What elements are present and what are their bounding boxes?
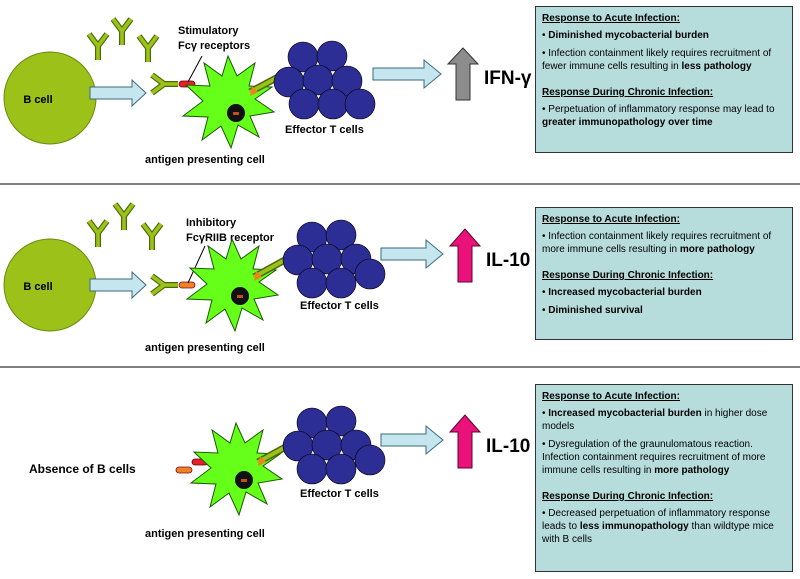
- chronic-list: • Increased mycobacterial burden • Dimini…: [542, 286, 786, 317]
- panel-3: Absence of B cells antigen presenting ce…: [29, 405, 530, 540]
- cytokine-label: IFN-γ: [484, 68, 532, 89]
- panel-2: B cell Inhibitory FcγRIIB receptor antig…: [3, 204, 530, 354]
- receptor-label-2: FcγRIIB receptor: [186, 232, 275, 244]
- effector-label: Effector T cells: [300, 300, 379, 312]
- acute-heading: Response to Acute Infection:: [542, 391, 680, 402]
- response-item: • Infection containment likely requires …: [542, 48, 772, 72]
- t-cell: [296, 453, 328, 485]
- bound-antibody: [152, 276, 178, 294]
- effector-t-cells: [282, 219, 386, 299]
- apc-label: antigen presenting cell: [145, 528, 265, 540]
- inhibitory-receptor: [178, 281, 196, 289]
- chronic-heading: Response During Chronic Infection:: [542, 270, 714, 281]
- block-arrow-bcell-apc: [89, 270, 147, 300]
- block-arrow-tcell-cytokine: [372, 58, 442, 90]
- cytokine-label: IL-10: [486, 436, 530, 457]
- block-arrow-tcell-cytokine: [380, 238, 444, 270]
- antibody-3: [139, 36, 157, 62]
- apc: [186, 238, 279, 332]
- t-cell: [316, 40, 348, 72]
- apc-label: antigen presenting cell: [145, 154, 265, 166]
- mhc-tip: [258, 456, 266, 466]
- chronic-heading: Response During Chronic Infection:: [542, 491, 714, 502]
- antibody-2: [115, 204, 133, 230]
- receptor-pointer: [187, 55, 203, 83]
- chronic-list: • Perpetuation of inflammatory response …: [542, 103, 786, 129]
- mhc-tip: [254, 271, 262, 281]
- apc: [182, 55, 275, 149]
- effector-t-cells: [273, 40, 376, 120]
- b-cell-label: B cell: [23, 94, 52, 106]
- cytokine-arrow: [448, 228, 482, 283]
- t-cell: [325, 453, 357, 485]
- antibody-3: [143, 224, 161, 250]
- antibody-1: [89, 34, 107, 60]
- receptor-label-1: Stimulatory: [178, 25, 239, 37]
- response-item: • Increased mycobacterial burden in high…: [542, 408, 768, 432]
- mhc-tip: [250, 86, 258, 96]
- acute-list: • Diminished mycobacterial burden • Infec…: [542, 29, 786, 73]
- cytokine-arrow: [446, 47, 480, 101]
- absence-label: Absence of B cells: [29, 462, 136, 476]
- response-item: • Increased mycobacterial burden: [542, 287, 702, 298]
- receptor-label-1: Inhibitory: [186, 217, 237, 229]
- cytokine-arrow: [448, 414, 482, 469]
- t-cell: [354, 444, 386, 476]
- response-item: • Perpetuation of inflammatory response …: [542, 104, 775, 128]
- t-cell: [296, 267, 328, 299]
- bound-antibody: [152, 75, 178, 93]
- apc: [190, 422, 283, 516]
- response-item: • Dysregulation of the graunulomatous re…: [542, 439, 766, 476]
- t-cell: [325, 267, 357, 299]
- t-cell: [317, 88, 349, 120]
- response-box-2: Response to Acute Infection: • Infection…: [535, 207, 793, 340]
- t-cell: [325, 405, 357, 437]
- acute-heading: Response to Acute Infection:: [542, 214, 680, 225]
- panel-1: B cell Stimulatory Fcγ receptors antigen…: [3, 19, 532, 166]
- effector-label: Effector T cells: [300, 488, 379, 500]
- response-item: • Infection containment likely requires …: [542, 231, 772, 255]
- response-item: • Diminished mycobacterial burden: [542, 30, 709, 41]
- block-arrow-bcell-apc: [89, 78, 147, 108]
- t-cell: [344, 88, 376, 120]
- effector-label: Effector T cells: [285, 124, 364, 136]
- t-cell: [325, 219, 357, 251]
- acute-list: • Infection containment likely requires …: [542, 230, 786, 256]
- chronic-heading: Response During Chronic Infection:: [542, 87, 714, 98]
- apc-label: antigen presenting cell: [145, 342, 265, 354]
- receptor-inhibitory: [175, 466, 193, 474]
- effector-t-cells: [282, 405, 386, 485]
- response-item: • Diminished survival: [542, 305, 643, 316]
- cytokine-label: IL-10: [486, 250, 530, 271]
- antibody-1: [89, 221, 107, 247]
- acute-list: • Increased mycobacterial burden in high…: [542, 407, 786, 477]
- block-arrow-tcell-cytokine: [380, 424, 444, 456]
- response-item: • Decreased perpetuation of inflammatory…: [542, 508, 774, 545]
- acute-heading: Response to Acute Infection:: [542, 13, 680, 24]
- b-cell-label: B cell: [23, 281, 52, 293]
- t-cell: [354, 258, 386, 290]
- antibody-2: [113, 19, 131, 45]
- receptor-pointer: [187, 245, 206, 284]
- response-box-1: Response to Acute Infection: • Diminishe…: [535, 6, 793, 153]
- chronic-list: • Decreased perpetuation of inflammatory…: [542, 507, 786, 546]
- t-cell: [288, 88, 320, 120]
- response-box-3: Response to Acute Infection: • Increased…: [535, 384, 793, 572]
- receptor-label-2: Fcγ receptors: [178, 40, 250, 52]
